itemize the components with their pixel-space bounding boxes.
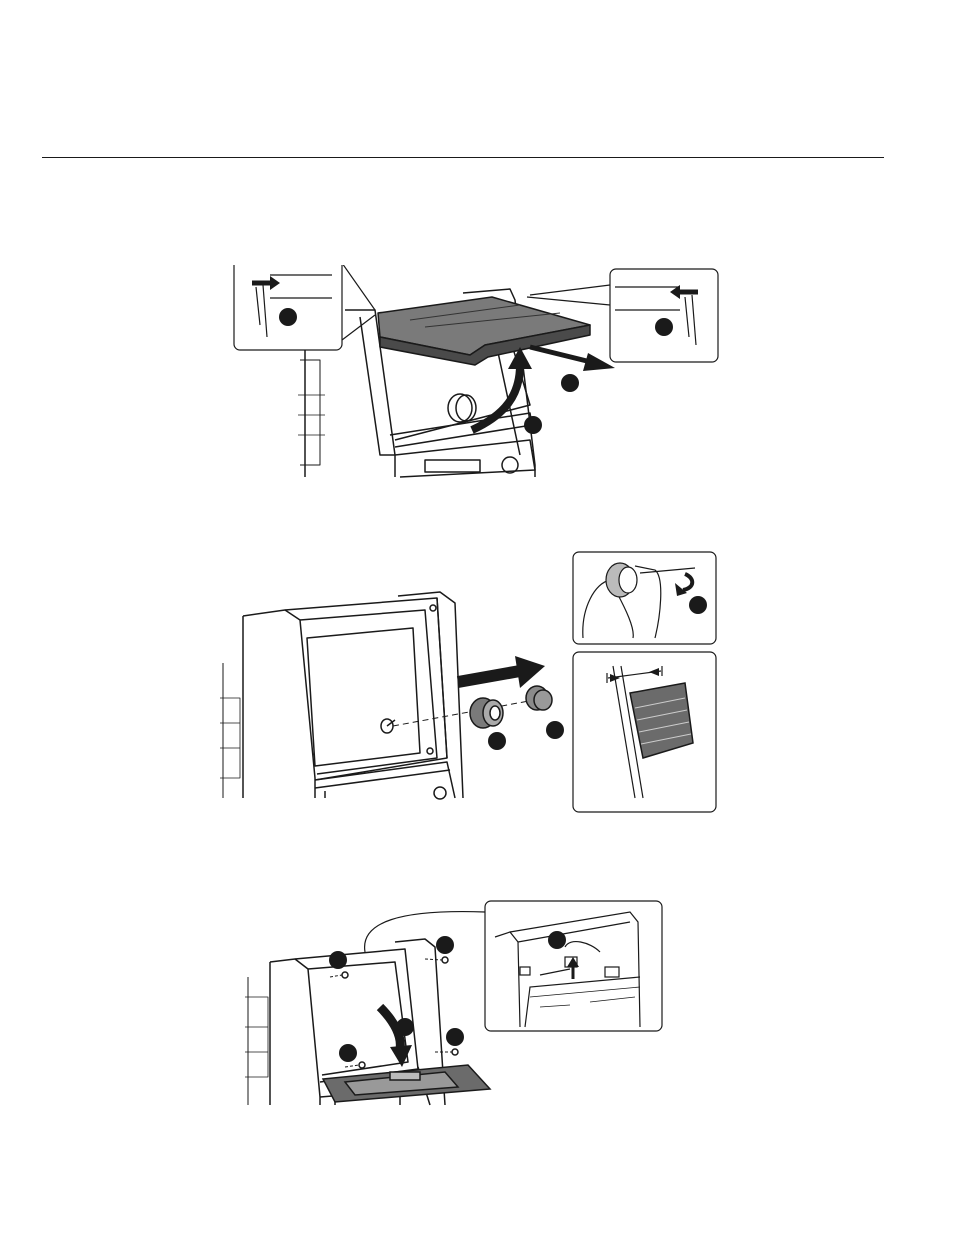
figure-1-drawing <box>230 265 730 480</box>
header-rule <box>42 157 884 158</box>
figure-2-drawing <box>215 548 725 815</box>
figure-remove-output-tray <box>230 265 730 480</box>
figure-remove-knob-and-cap <box>215 548 725 815</box>
figure-remove-control-panel <box>240 897 670 1109</box>
figure-3-drawing <box>240 897 670 1109</box>
